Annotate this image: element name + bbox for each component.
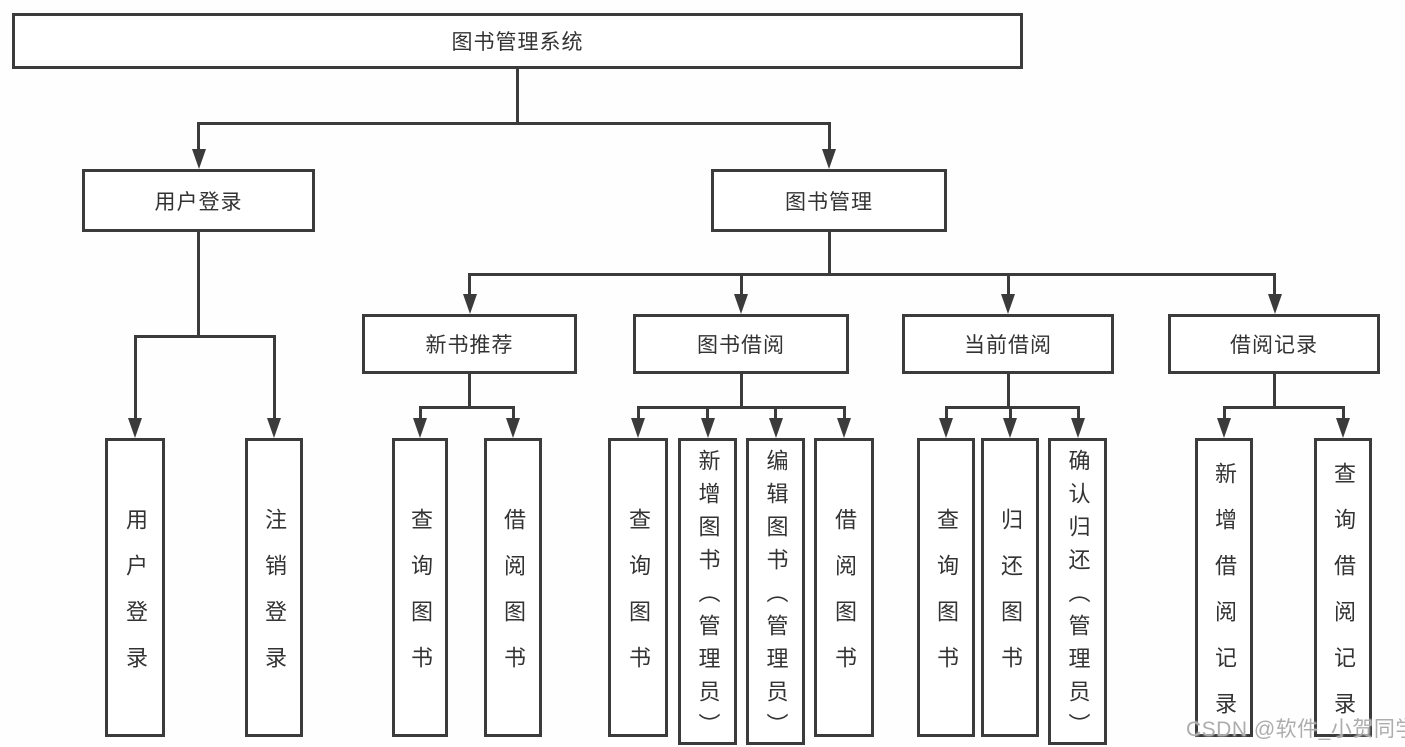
connector-line (468, 374, 471, 406)
arrowhead-down-icon (939, 418, 953, 438)
node-label: 查询图书 (934, 507, 959, 692)
connector-line (272, 335, 276, 420)
connector-line (197, 232, 200, 335)
leaf-borrowing-query-books: 查询图书 (608, 438, 668, 737)
connector-line (706, 406, 709, 420)
node-borrowing-records: 借阅记录 (1168, 314, 1380, 374)
connector-line (133, 335, 137, 420)
node-library-system: 图书管理系统 (12, 13, 1023, 69)
arrowhead-down-icon (413, 418, 427, 438)
leaf-edit-books-admin: 编辑图书（管理员） (746, 438, 805, 746)
connector-line (468, 273, 471, 295)
leaf-add-books-admin: 新增图书（管理员） (678, 438, 737, 746)
arrowhead-down-icon (1217, 418, 1231, 438)
node-book-borrowing: 图书借阅 (633, 314, 849, 374)
arrowhead-down-icon (768, 418, 783, 438)
leaf-recommend-query-books: 查询图书 (392, 438, 448, 737)
connector-line (1222, 406, 1345, 409)
connector-line (1006, 273, 1010, 295)
connector-line (739, 273, 743, 295)
arrowhead-down-icon (128, 418, 142, 438)
node-user-login: 用户登录 (82, 169, 315, 232)
arrowhead-down-icon (822, 149, 836, 169)
connector-line (827, 232, 831, 273)
leaf-query-borrow-record: 查询借阅记录 (1314, 438, 1372, 738)
connector-line (197, 122, 200, 150)
arrowhead-down-icon (506, 418, 520, 438)
leaf-confirm-return-admin: 确认归还（管理员） (1048, 438, 1107, 746)
connector-line (739, 374, 743, 406)
node-label: 查询图书 (626, 507, 651, 692)
connector-line (1341, 406, 1345, 420)
node-label: 用户登录 (154, 190, 243, 214)
node-new-book-recommend: 新书推荐 (362, 314, 577, 374)
node-label: 注销登录 (262, 507, 287, 692)
connector-line (774, 406, 777, 420)
connector-line (944, 406, 948, 420)
arrowhead-down-icon (700, 418, 715, 438)
node-label: 查询图书 (408, 507, 433, 692)
leaf-add-borrow-record: 新增借阅记录 (1195, 438, 1253, 738)
arrowhead-down-icon (1336, 418, 1350, 438)
connector-line (1076, 406, 1080, 420)
node-label: 图书管理 (785, 190, 873, 214)
node-label: 借阅记录 (1230, 334, 1318, 357)
leaf-user-login: 用户登录 (105, 438, 165, 737)
connector-line (511, 406, 515, 420)
arrowhead-down-icon (1001, 294, 1015, 314)
node-label: 新书推荐 (425, 334, 514, 357)
arrowhead-down-icon (1267, 294, 1282, 314)
connector-line (944, 406, 1080, 409)
arrowhead-down-icon (462, 294, 477, 314)
leaf-logout: 注销登录 (245, 438, 303, 737)
node-label: 借阅图书 (501, 507, 526, 692)
connector-line (1222, 406, 1226, 420)
arrowhead-down-icon (267, 418, 281, 438)
arrowhead-down-icon (631, 418, 645, 438)
arrowhead-down-icon (1003, 418, 1017, 438)
arrowhead-down-icon (191, 149, 206, 169)
node-label: 图书借阅 (697, 334, 785, 357)
node-label: 编辑图书（管理员） (763, 448, 789, 746)
watermark: CSDN @软件_小贺同学 (1186, 718, 1405, 741)
node-label: 图书管理系统 (451, 31, 584, 54)
node-label: 用户登录 (123, 507, 148, 692)
node-label: 借阅图书 (832, 507, 857, 692)
leaf-borrow-books: 借阅图书 (814, 438, 874, 737)
leaf-current-query-books: 查询图书 (917, 438, 975, 737)
connector-line (636, 406, 640, 420)
arrowhead-down-icon (837, 418, 851, 438)
connector-line (1008, 406, 1012, 420)
node-label: 当前借阅 (964, 334, 1052, 357)
arrowhead-down-icon (734, 294, 748, 314)
connector-line (1273, 374, 1276, 406)
node-label: 查询借阅记录 (1331, 461, 1356, 738)
node-label: 新增借阅记录 (1212, 461, 1237, 738)
connector-line (418, 406, 422, 420)
leaf-return-books: 归还图书 (981, 438, 1039, 737)
connector-line (1006, 374, 1010, 406)
connector-line (842, 406, 846, 420)
leaf-recommend-borrow-books: 借阅图书 (484, 438, 542, 737)
node-current-borrowing: 当前借阅 (902, 314, 1114, 374)
connector-line (827, 122, 831, 150)
connector-line (418, 406, 515, 409)
node-label: 归还图书 (998, 507, 1023, 692)
connector-line (133, 335, 276, 338)
node-label: 确认归还（管理员） (1065, 448, 1091, 746)
node-label: 新增图书（管理员） (695, 448, 721, 746)
connector-line (468, 273, 1276, 276)
connector-line (197, 122, 831, 125)
connector-line (516, 69, 519, 122)
arrowhead-down-icon (1071, 418, 1085, 438)
connector-line (636, 406, 846, 409)
node-book-management: 图书管理 (711, 169, 947, 232)
connector-line (1273, 273, 1276, 295)
